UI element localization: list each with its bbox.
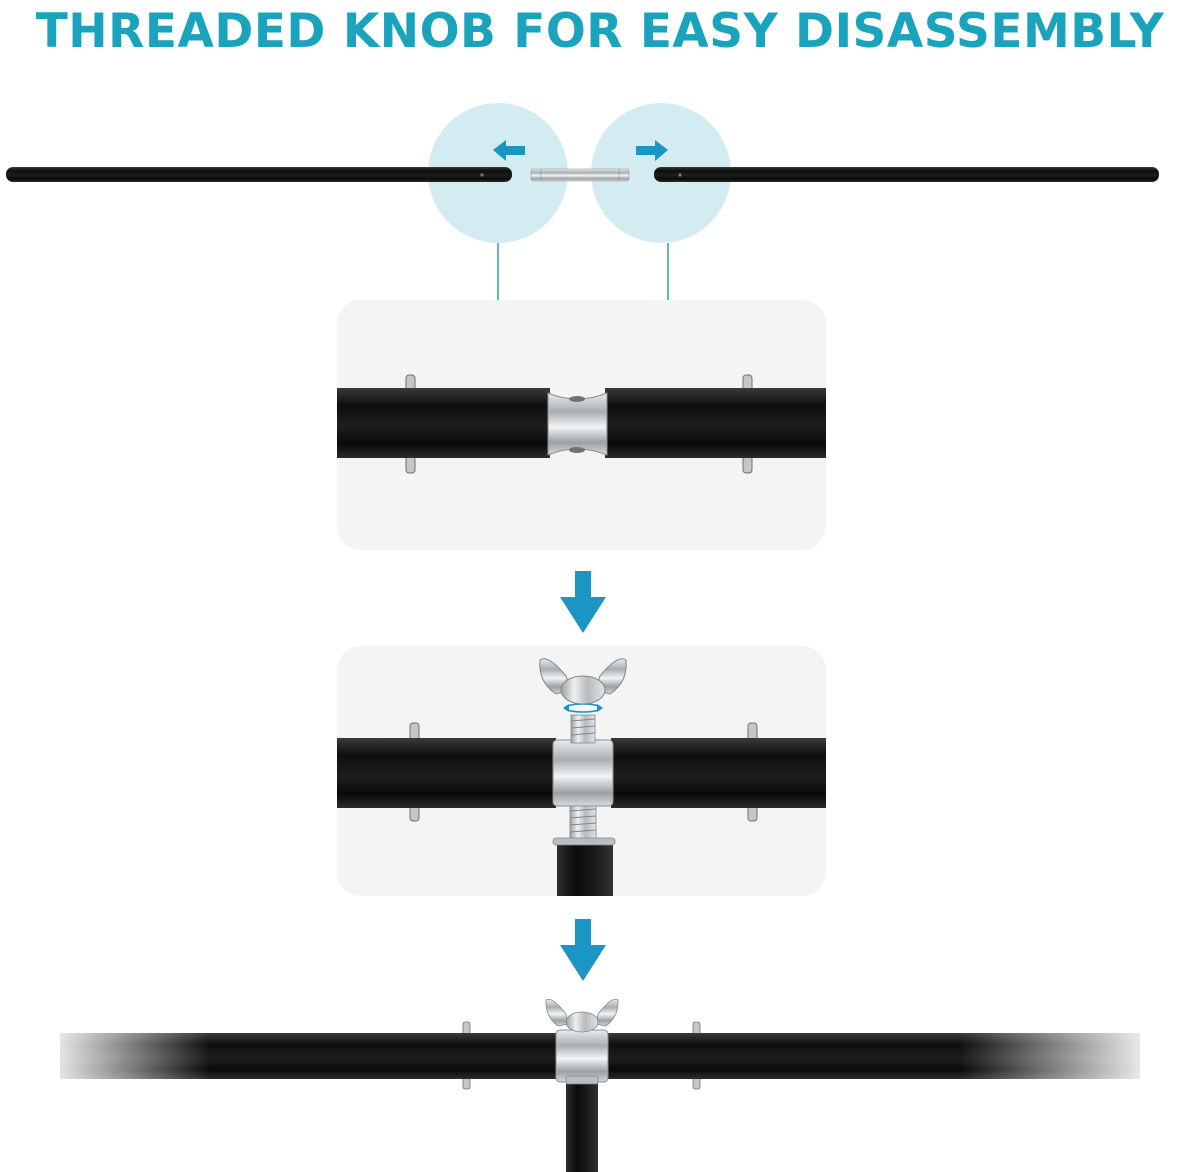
right-tube [605,388,826,458]
arrow-left-icon [493,140,525,161]
assembled-crossbar [40,998,1160,1172]
vertical-pole [557,840,613,896]
tee-connector [552,739,614,807]
upper-threaded-stud [570,714,596,744]
step-1-panel [337,300,826,550]
left-tube [337,738,556,808]
right-tube [611,738,826,808]
metal-sleeve [547,392,608,456]
lower-threaded-stud [552,804,616,846]
wing-nut [545,998,619,1033]
top-right-pole [654,167,1159,182]
page-title: THREADED KNOB FOR EASY DISASSEMBLY [35,4,1165,59]
left-tube [337,388,550,458]
top-left-pole [6,167,512,182]
arrow-right-icon [636,140,668,161]
top-metal-sleeve [530,168,630,182]
wing-nut [539,658,627,705]
top-overview [6,103,1159,300]
vertical-pole [566,1072,598,1172]
arrow-down-icon [560,571,606,633]
arrow-down-icon [560,919,606,981]
tee-connector [555,1029,609,1083]
step-2-panel [337,646,826,896]
